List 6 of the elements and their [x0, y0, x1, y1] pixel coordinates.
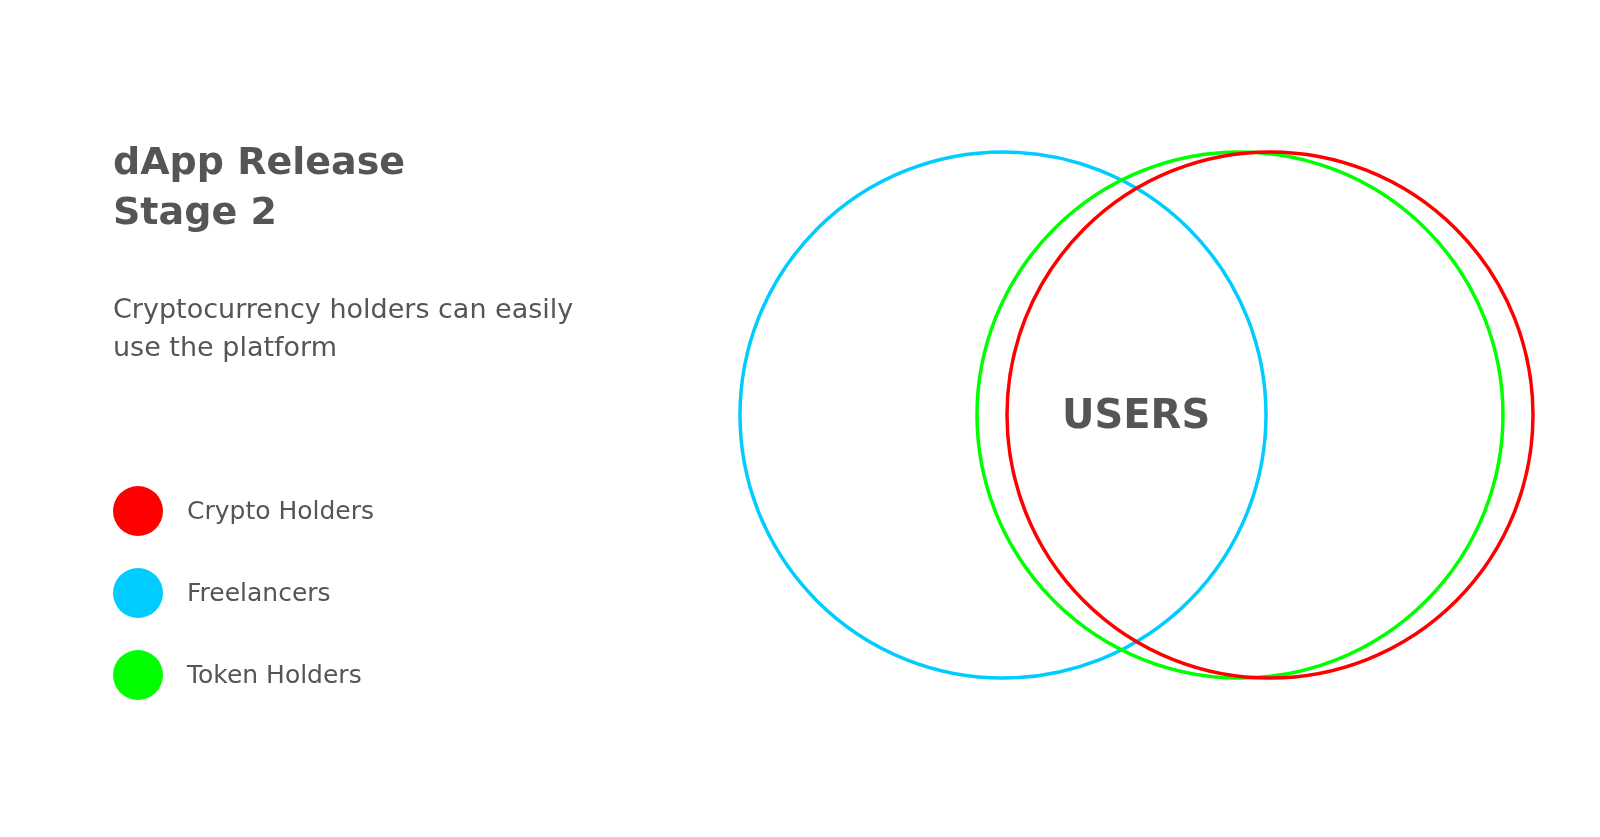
title: dApp Release Stage 2	[113, 138, 407, 235]
legend-label: Crypto Holders	[187, 495, 375, 527]
venn-label: USERS	[1062, 390, 1211, 438]
legend-label: Freelancers	[187, 577, 331, 609]
legend-label: Token Holders	[187, 659, 362, 691]
subtitle: Cryptocurrency holders can easily use the platform	[113, 292, 575, 364]
